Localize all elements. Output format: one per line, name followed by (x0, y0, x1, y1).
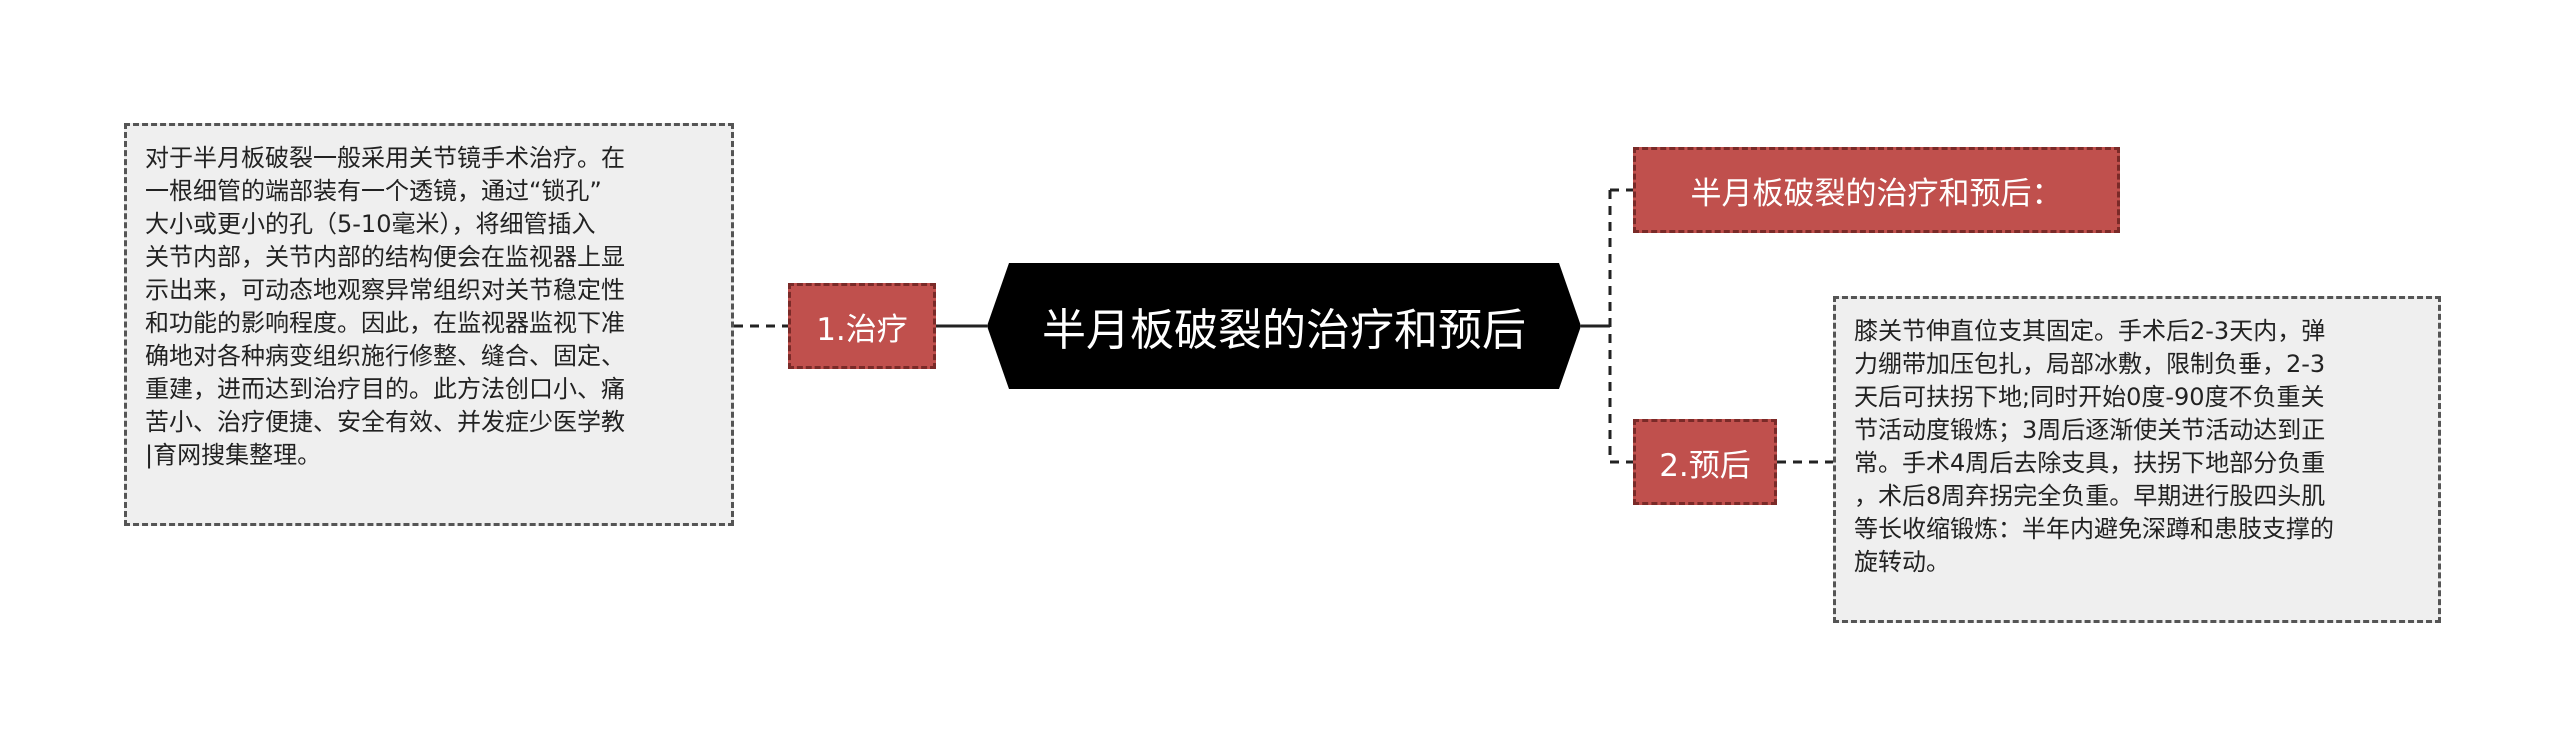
prognosis-detail-note: 膝关节伸直位支其固定。手术后2-3天内，弹 力绷带加压包扎，局部冰敷，限制负垂，… (1833, 296, 2441, 623)
branch-treatment-label: 1.治疗 (816, 311, 908, 348)
central-topic-shape (987, 263, 1581, 389)
central-topic-title: 半月板破裂的治疗和预后 (1042, 305, 1526, 356)
branch-summary-label: 半月板破裂的治疗和预后： (1690, 175, 2063, 212)
branch-treatment-node[interactable]: 1.治疗 (788, 283, 936, 369)
branch-summary-node[interactable]: 半月板破裂的治疗和预后： (1633, 147, 2120, 233)
treatment-detail-note: 对于半月板破裂一般采用关节镜手术治疗。在 一根细管的端部装有一个透镜，通过“锁孔… (124, 123, 734, 526)
branch-prognosis-label: 2.预后 (1659, 447, 1751, 484)
branch-prognosis-node[interactable]: 2.预后 (1633, 419, 1777, 505)
central-topic-node[interactable]: 半月板破裂的治疗和预后 (987, 263, 1581, 389)
